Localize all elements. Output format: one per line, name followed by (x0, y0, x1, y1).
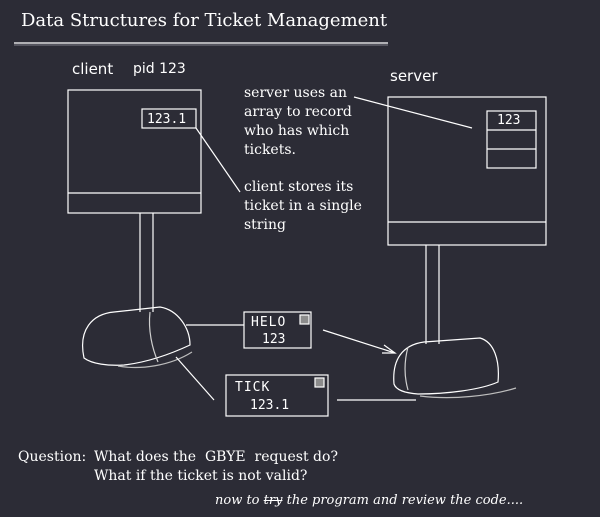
server-note-line: array to record (244, 104, 352, 120)
client-pid-label: pid 123 (133, 61, 186, 77)
client-ticket-value: 123.1 (147, 112, 187, 127)
tick-checkbox-icon (314, 377, 325, 388)
server-array (486, 110, 537, 169)
server-note-line: tickets. (244, 142, 296, 158)
server-note-pointer (353, 96, 473, 129)
tick-to-client-line (175, 356, 215, 401)
page-title: Data Structures for Ticket Management (21, 10, 388, 31)
server-array-cell: 123 (497, 113, 521, 128)
client-note-line: client stores its (244, 179, 354, 195)
client-note-pointer (195, 127, 241, 193)
helo-arrow-line (322, 329, 396, 354)
client-ticket-box (141, 108, 197, 129)
footer-struck-word: try (263, 493, 283, 508)
client-note-line: string (244, 217, 286, 233)
question-line-1: What does the GBYE request do? (94, 449, 338, 465)
server-mailbox (387, 96, 547, 399)
client-label: client (72, 60, 114, 78)
footer-before: now to (215, 493, 260, 508)
footer-note: now to try the program and review the co… (215, 494, 523, 507)
helo-checkbox-icon (299, 314, 310, 325)
question-line-2: What if the ticket is not valid? (94, 468, 308, 484)
helo-command: HELO (251, 315, 287, 330)
footer-after: the program and review the code.... (286, 493, 524, 508)
helo-arrowhead (382, 344, 397, 354)
tick-arg: 123.1 (250, 398, 290, 413)
client-mailbox (67, 89, 202, 369)
server-note-line: server uses an (244, 85, 347, 101)
helo-message-box (243, 311, 312, 349)
tick-command: TICK (235, 380, 271, 395)
server-label: server (390, 67, 438, 85)
question-prefix: Question: (18, 449, 87, 465)
helo-arg: 123 (262, 332, 286, 347)
tick-message-box (225, 374, 329, 417)
server-note-line: who has which (244, 123, 350, 139)
client-note-line: ticket in a single (244, 198, 362, 214)
